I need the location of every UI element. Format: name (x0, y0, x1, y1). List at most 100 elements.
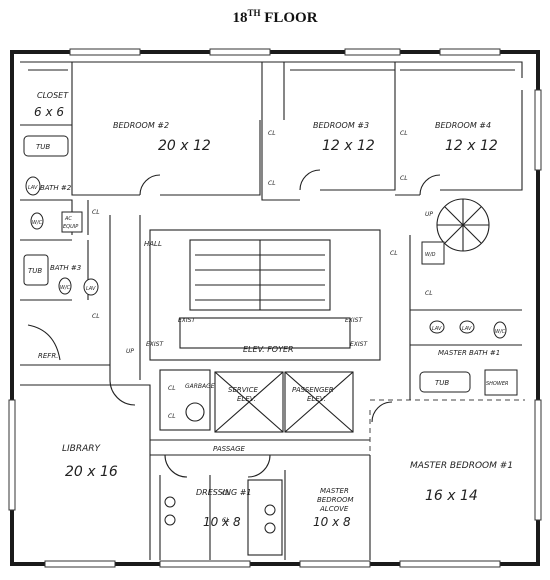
passenger-elevator (284, 371, 354, 433)
master-bedroom-label: MASTER BEDROOM #1 (410, 461, 513, 471)
cl-label: CL (168, 413, 176, 420)
passenger-elev-label: PASSENGER (292, 386, 334, 394)
cl-label: CL (222, 517, 230, 524)
door-swing (247, 454, 271, 478)
wc-label: W/C (495, 329, 506, 335)
bedroom2-size: 20 x 12 (158, 138, 211, 154)
wall (109, 215, 141, 380)
wall (261, 62, 300, 201)
library-wall (20, 384, 151, 560)
master-bath-label: MASTER BATH #1 (438, 349, 500, 357)
fixture-dot (264, 522, 276, 534)
bath2-label: BATH #2 (40, 184, 72, 192)
window (8, 399, 16, 511)
passenger-elev-label: ELEV. (307, 395, 326, 403)
door-swing (139, 174, 161, 196)
elevator-foyer-box (179, 317, 351, 349)
alcove-size: 10 x 8 (313, 515, 351, 529)
window (344, 48, 401, 56)
passage-wall (150, 439, 370, 456)
sink (83, 278, 99, 296)
exist-label: EXIST (146, 341, 164, 348)
alcove-label: MASTER (320, 487, 349, 495)
window (69, 48, 141, 56)
tub-label: TUB (36, 143, 50, 151)
window (534, 399, 542, 521)
master-bedroom-size: 16 x 14 (425, 488, 478, 504)
garbage-label: GARBAGE (185, 383, 215, 390)
ac-unit (61, 211, 83, 233)
bathtub (23, 254, 49, 286)
cl-label: CL (222, 490, 230, 497)
closet (247, 479, 283, 556)
sink (459, 320, 475, 334)
library-size: 20 x 16 (65, 464, 118, 480)
wd-label: W/D (425, 252, 436, 258)
wall (71, 62, 140, 196)
door-swing (109, 379, 136, 406)
wc-label: W/C (60, 285, 71, 291)
elevator-cross (284, 371, 354, 433)
sink (429, 320, 445, 334)
elevator-cross (214, 371, 284, 433)
exist-label: EXIST (178, 317, 196, 324)
wall (20, 124, 110, 366)
service-elev-label: ELEV. (237, 395, 256, 403)
cl-label: CL (268, 180, 276, 187)
toilet (493, 321, 507, 339)
alcove-label: BEDROOM (317, 496, 354, 504)
window (159, 560, 251, 568)
refr-label: REFR. (38, 352, 58, 360)
bathtub (23, 135, 69, 157)
wall (20, 61, 523, 78)
cl-label: CL (92, 209, 100, 216)
wall (159, 455, 371, 560)
window (439, 48, 501, 56)
window (209, 48, 271, 56)
cl-label: CL (400, 175, 408, 182)
window (299, 560, 371, 568)
tub-label: TUB (28, 267, 42, 275)
washer-dryer (421, 241, 445, 265)
wc-label: W/C (32, 220, 43, 226)
up-label: UP (126, 348, 134, 355)
fixture-dot (264, 504, 276, 516)
toilet (30, 212, 44, 230)
shower (484, 369, 518, 396)
closet-size: 6 x 6 (34, 105, 64, 119)
closet-label: CLOSET (37, 91, 69, 100)
exterior-wall (10, 50, 540, 566)
page-title: 18TH FLOOR (232, 8, 318, 26)
bedroom3-size: 12 x 12 (322, 138, 375, 154)
ac-label: EQUIP (63, 224, 78, 230)
dressing-size: 10 x 8 (203, 515, 241, 529)
door-swing (164, 454, 188, 478)
cl-label: CL (92, 313, 100, 320)
cl-label: CL (390, 250, 398, 257)
service-elev-label: SERVICE (228, 386, 258, 394)
door-swing (27, 324, 61, 361)
bath3-label: BATH #3 (50, 264, 81, 272)
fixture-dot (164, 496, 176, 508)
window (534, 89, 542, 171)
cl-label: CL (168, 385, 176, 392)
door-swing (299, 169, 321, 191)
fixture-dot (164, 514, 176, 526)
lav-label: LAV (28, 185, 38, 191)
lav-label: LAV (462, 326, 472, 332)
exist-label: EXIST (350, 341, 368, 348)
window (399, 560, 501, 568)
ac-label: AC (64, 216, 72, 222)
shower-label: SHOWER (486, 381, 508, 387)
library-label: LIBRARY (62, 444, 102, 454)
wall (160, 120, 261, 196)
toilet (58, 277, 72, 295)
bathtub (419, 371, 471, 393)
garbage-chute (185, 402, 205, 422)
bedroom3-label: BEDROOM #3 (313, 121, 369, 130)
up-label: UP (425, 211, 433, 218)
cl-label: CL (268, 130, 276, 137)
wall (320, 62, 396, 191)
window (44, 560, 116, 568)
